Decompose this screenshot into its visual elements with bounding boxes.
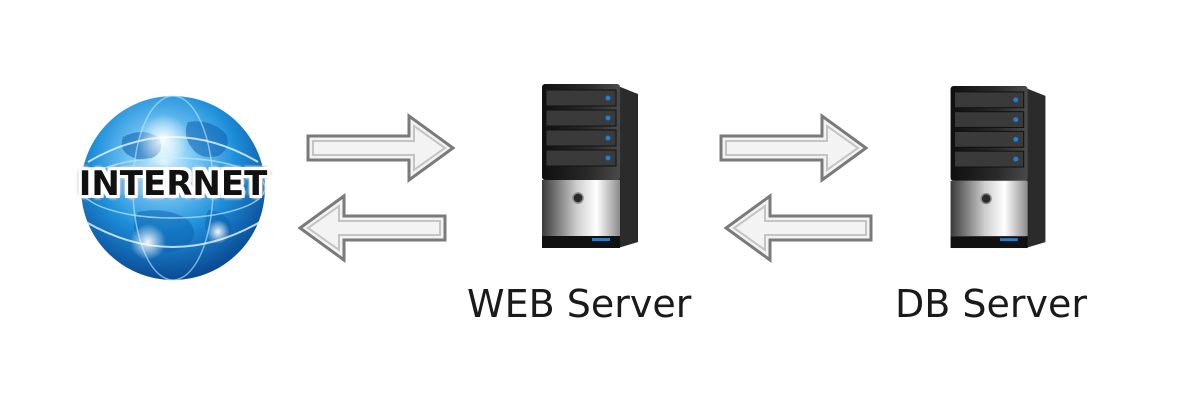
arrow-right-icon (719, 113, 869, 183)
arrow-right-icon (306, 113, 456, 183)
web-server-label: WEB Server (467, 282, 692, 326)
globe-icon (80, 95, 266, 281)
web-server-icon (542, 84, 638, 248)
internet-node: INTERNET (68, 92, 278, 284)
db-server-label: DB Server (895, 282, 1088, 326)
arrow-left-icon (723, 193, 873, 263)
internet-label: INTERNET (78, 164, 268, 204)
arrow-left-icon (297, 193, 447, 263)
db-server-icon (950, 85, 1046, 249)
